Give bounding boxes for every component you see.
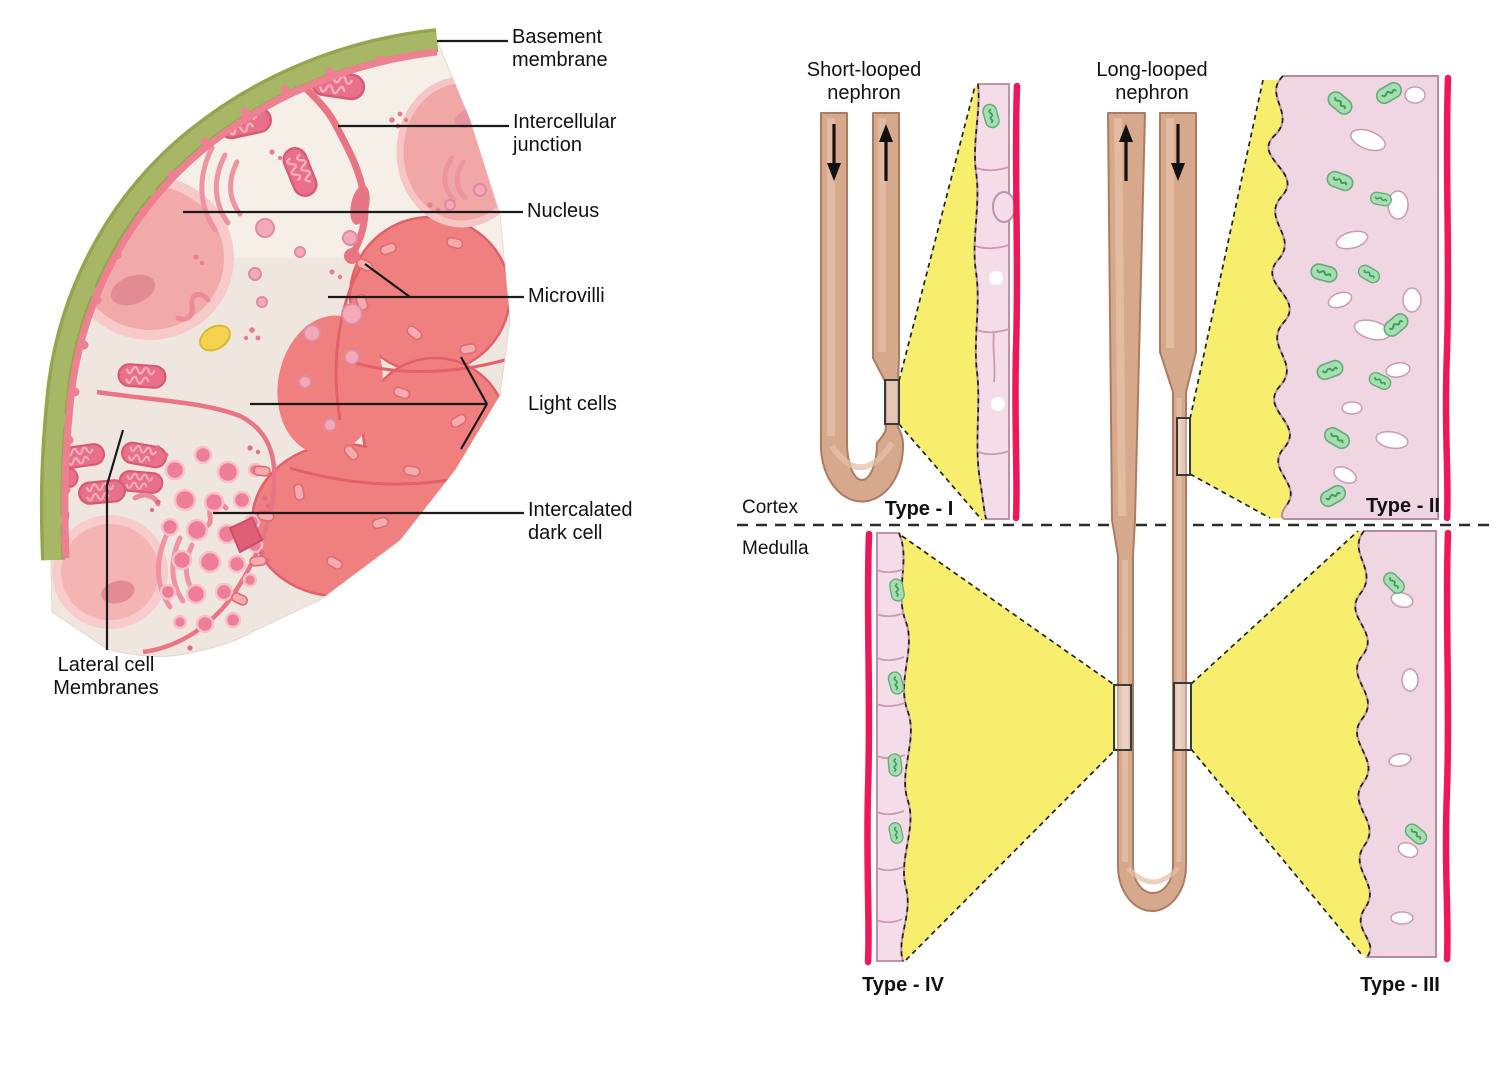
- label-short-looped-line1: Short-looped: [807, 59, 922, 81]
- label-microvilli: Microvilli: [528, 285, 605, 307]
- nucleolus: [101, 580, 135, 604]
- basal-cell-membrane-rim: [60, 48, 438, 559]
- leader-lateral-cell-membranes: [105, 429, 125, 650]
- short-looped-nephron-tube: [820, 112, 905, 503]
- label-type-ii: Type - II: [1366, 495, 1440, 517]
- nephron-labels: Short-looped nephron Long-looped nephron…: [742, 59, 1440, 996]
- cone-type-iii-edges: [1190, 530, 1363, 956]
- intercalated-dark-cell-structure: [96, 389, 277, 655]
- type-i-capillary: [1012, 82, 1021, 522]
- label-intercalated-dark-cell-line1: Intercalated: [528, 499, 633, 521]
- light-cell: [277, 315, 383, 455]
- cone-type-ii-edges: [1189, 79, 1271, 519]
- label-medulla: Medulla: [742, 538, 809, 559]
- label-light-cells: Light cells: [528, 393, 617, 415]
- lysosome-yellow: [199, 324, 231, 352]
- type-i-epithelium: [973, 82, 1021, 522]
- label-type-i: Type - I: [885, 498, 954, 520]
- type-iii-epithelium: [1354, 529, 1452, 963]
- label-basement-membrane-line2: membrane: [512, 49, 608, 71]
- junction-bulb: [350, 185, 370, 225]
- flow-arrow-down-icon: [1171, 124, 1185, 181]
- leader-microvilli: [328, 263, 524, 299]
- leader-light-cells: [250, 356, 488, 450]
- type-ii-lumen-border: [1267, 75, 1292, 507]
- type-ii-epithelium: [1267, 74, 1452, 522]
- label-lateral-cell-membranes-line1: Lateral cell: [58, 654, 155, 676]
- type-iv-epithelium: [864, 530, 912, 966]
- type-i-cell-bulge: [992, 191, 1016, 223]
- label-intercalated-dark-cell-line2: dark cell: [528, 522, 602, 544]
- nephron-types-figure: Short-looped nephron Long-looped nephron…: [737, 59, 1490, 996]
- type-iii-sample-marker: [1173, 682, 1192, 751]
- type-iv-lumen-border: [898, 532, 912, 962]
- type-iii-capillary: [1442, 529, 1452, 963]
- nucleolus: [110, 274, 156, 306]
- collecting-duct-cell-figure: Basement membrane Intercellular junction…: [39, 26, 633, 699]
- type-iii-interstitial-gaps: [1388, 591, 1419, 925]
- basement-membrane-drips: [52, 56, 356, 526]
- cone-type-iv-edges: [901, 535, 1117, 961]
- type-i-sample-marker: [884, 379, 900, 425]
- cone-type-iv: [878, 534, 1116, 962]
- junction-bulb: [344, 248, 360, 264]
- label-intercellular-junction-line1: Intercellular: [513, 111, 617, 133]
- label-long-looped-line2: nephron: [1115, 82, 1188, 104]
- golgi-apparatus: [156, 145, 468, 610]
- label-basement-membrane-line1: Basement: [512, 26, 602, 48]
- long-looped-nephron-tube: [1107, 112, 1197, 912]
- label-long-looped-line1: Long-looped: [1096, 59, 1207, 81]
- label-intercellular-junction-line2: junction: [512, 134, 582, 156]
- dark-granule: [228, 516, 264, 554]
- light-cell-boundary: [334, 262, 365, 421]
- type-ii-sample-marker: [1176, 417, 1191, 476]
- label-lateral-cell-membranes-line2: Membranes: [53, 677, 159, 699]
- light-cell-boundary: [289, 466, 461, 486]
- type-i-vesicle: [991, 397, 1005, 411]
- dark-cell-dots: [149, 445, 271, 651]
- rim-scallops: [60, 55, 385, 545]
- flow-arrow-up-icon: [879, 124, 893, 181]
- type-iv-sample-marker: [1113, 684, 1132, 751]
- cone-type-i-edges: [898, 85, 983, 521]
- flow-arrow-up-icon: [1119, 124, 1133, 181]
- type-i-lumen-border: [973, 83, 987, 520]
- cell-leader-lines: [105, 39, 524, 650]
- label-cortex: Cortex: [742, 497, 798, 518]
- type-ii-interstitial-gaps: [1327, 86, 1426, 484]
- nucleus-bottom: [52, 515, 168, 629]
- type-i-vesicle: [989, 271, 1003, 285]
- type-iv-capillary: [864, 530, 873, 966]
- label-type-iv: Type - IV: [862, 974, 945, 996]
- nucleus-top-right: [396, 76, 511, 228]
- type-iii-lumen-border: [1354, 530, 1372, 958]
- label-short-looped-line2: nephron: [827, 82, 900, 104]
- light-cell-boundary: [351, 358, 506, 373]
- basement-membrane-band: [39, 28, 439, 561]
- label-nucleus: Nucleus: [527, 200, 599, 222]
- type-ii-capillary: [1442, 74, 1452, 522]
- cell-labels: Basement membrane Intercellular junction…: [53, 26, 632, 699]
- label-type-iii: Type - III: [1360, 974, 1440, 996]
- flow-arrow-down-icon: [827, 124, 841, 181]
- vesicles-cytoplasm: [248, 183, 487, 432]
